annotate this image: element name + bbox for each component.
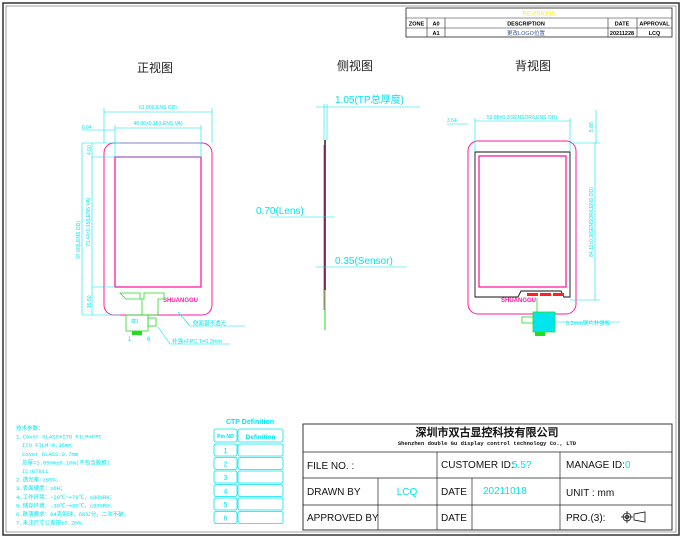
lens-viewing-area <box>114 156 202 288</box>
tech-note-line: 7.未注尺寸公差按±0.2mm。 <box>16 519 86 527</box>
dim-total-thickness: 1.05(TP总厚度) <box>335 93 404 106</box>
revisions-table: REVISIONS ZONE A0 DESCRIPTION DATE APPRO… <box>405 7 673 38</box>
side-view-title: 侧视图 <box>337 58 373 73</box>
note-fpc-thickness: 补强+FPC T=0.3mm <box>172 337 222 345</box>
customer-id-label: CUSTOMER ID: <box>441 460 514 471</box>
side-view: 1.05(TP总厚度) 0.70(Lens) 0.35(Sensor) <box>256 93 420 330</box>
sensor-active-area <box>478 155 567 288</box>
manage-id-value: 0 <box>625 460 631 471</box>
tech-note-line: 3.表面硬度：≥6H； <box>16 484 66 492</box>
ctp-header-definition: Definition <box>246 434 276 441</box>
date-label: DATE <box>441 487 467 498</box>
approved-by-label: APPROVED BY <box>307 513 379 524</box>
ctp-row: 5 <box>213 497 284 511</box>
rev-header-zone: ZONE <box>409 22 425 28</box>
rev-row-date: 20211228 <box>610 31 634 37</box>
ctp-row: 2 <box>213 457 284 470</box>
tech-note-line: 技术参数： <box>16 424 44 432</box>
back-view-title: 背视图 <box>515 58 551 73</box>
tech-note-line: 1.Cover GLASS+ITO FILM+FPC <box>16 434 103 441</box>
sensor-outline <box>474 151 571 298</box>
dim-sensor-width: 53.88±0.2(SENSOR/LENS OD) <box>487 115 557 121</box>
dim-lens-od-height: 97.00(LENS OD) <box>76 221 82 259</box>
tech-note-line: 6.跌落要求：64克钢球，60公分，二次不破。 <box>16 510 129 518</box>
dim-lens-va-width: 48.96±0.15(LENS VA) <box>133 121 182 127</box>
dim-left-margin: 6.04 <box>82 125 92 131</box>
ctp-header-pin: Pin NO <box>217 434 234 440</box>
ctp-pin-number: 5 <box>224 502 228 509</box>
rev-row-rev: A1 <box>432 31 439 37</box>
front-view: 61.00(LENS OD) 48.96±0.15(LENS VA) 6.04 … <box>76 105 245 345</box>
ctp-definition-table: CTP Definition Pin NO Definition 1 2 3 4 5 6 <box>213 419 284 524</box>
front-logo: SHUANGGU <box>163 298 198 304</box>
ctp-row: 3 <box>213 470 284 484</box>
sheet-inner-border <box>5 5 677 533</box>
rev-header-a0: A0 <box>432 22 439 28</box>
note-steel-stiffener: 0.2mm钢片补强板 <box>566 319 611 327</box>
pin1-label: 1 <box>128 337 132 343</box>
tech-note-line: 总厚=1.05mm±0.1mm(不包含胶框) <box>22 458 110 466</box>
ctp-pin-number: 3 <box>224 475 228 482</box>
back-lens-outline <box>467 140 577 315</box>
ctp-pin-number: 6 <box>224 516 228 523</box>
file-no-label: FILE NO. : <box>307 461 354 472</box>
dim-sensor-thickness: 0.35(Sensor) <box>335 256 393 267</box>
drawn-by-label: DRAWN BY <box>307 487 361 498</box>
pin6-label: 6 <box>147 337 151 343</box>
approved-date-label: DATE <box>441 513 467 524</box>
ctp-pin-number: 2 <box>224 462 228 469</box>
rev-header-date: DATE <box>615 22 630 28</box>
dim-back-top-margin: 5.88 <box>589 122 595 132</box>
projection-label: PRO.(3): <box>566 513 605 524</box>
rev-header-approval: APPROVAL <box>639 22 670 28</box>
rev-row-description: 更改LOGO位置 <box>507 29 545 37</box>
rev-row-approval: LCQ <box>649 31 661 37</box>
ctp-pin-number: 4 <box>224 489 228 496</box>
tech-note-line: Cover GLASS:0.7mm <box>22 451 79 458</box>
tech-note-line: IC:GT911 <box>22 468 49 475</box>
tech-note-line: 4.工作环境：-20℃~+70℃，≤90%RH； <box>16 493 115 501</box>
dim-back-left-margin: 3.54 <box>447 118 457 124</box>
back-logo: SHUANGGU <box>501 298 536 304</box>
rev-header-description: DESCRIPTION <box>507 22 545 28</box>
dim-bottom-margin: 15.50 <box>87 295 93 308</box>
ctp-row: 6 <box>213 511 284 524</box>
fpc-tail <box>119 292 165 316</box>
tech-note-line: 2.透光率:≥85%； <box>16 476 61 484</box>
back-view: SHUANGGU 3.54 53.88±0.2(SENSOR/LENS OD) … <box>447 110 620 336</box>
ctp-row: 1 <box>213 443 284 457</box>
tech-note-line: ITO FILM:0.35mm <box>22 442 72 449</box>
company-name-cn: 深圳市双古显控科技有限公司 <box>416 425 559 439</box>
title-block: 深圳市双古显控科技有限公司 Shenzhen double Gu display… <box>302 423 673 531</box>
front-view-title: 正视图 <box>137 60 173 75</box>
date-value: 20211018 <box>483 486 527 497</box>
customer-id-value: 5.5? <box>512 460 532 471</box>
lens-outline <box>103 142 213 316</box>
ctp-row: 4 <box>213 484 284 497</box>
drawn-by-value: LCQ <box>397 487 418 498</box>
ctp-pin-number: 1 <box>224 448 228 455</box>
tech-note-line: 5.储存环境：-30℃~+80℃，≤90%RH； <box>16 501 115 509</box>
ctp-title: CTP Definition <box>226 419 274 426</box>
fpc-gold-fingers <box>132 331 142 335</box>
dim-top-margin: 4.50 <box>87 145 93 155</box>
revisions-title: REVISIONS <box>523 12 556 18</box>
dim-sensor-height: 84.11±0.2(SENSOR/LENS OD) <box>589 187 595 257</box>
manage-id-label: MANAGE ID: <box>566 460 625 471</box>
dim-lens-od-width: 61.00(LENS OD) <box>139 105 177 111</box>
dim-lens-thickness: 0.70(Lens) <box>256 206 304 217</box>
steel-stiffener <box>532 311 556 333</box>
third-angle-projection-icon <box>621 511 646 523</box>
note-side-silver: 侧面银不透光 <box>193 319 227 327</box>
company-name-en: Shenzhen double Gu display control techn… <box>398 440 577 447</box>
unit-label: UNIT : mm <box>566 488 614 499</box>
fpc-label: 端1 <box>131 318 139 325</box>
dim-lens-va-height: 73.44±0.15(LENS VA) <box>86 197 92 246</box>
